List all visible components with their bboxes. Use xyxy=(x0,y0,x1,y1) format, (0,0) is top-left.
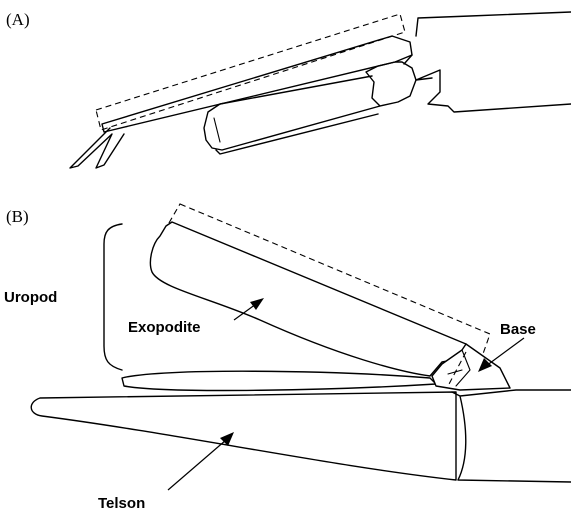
panel-a-drawing xyxy=(70,12,571,168)
panel-a-body-segment xyxy=(404,12,571,112)
base-label: Base xyxy=(500,321,536,338)
exopodite-shape xyxy=(150,222,466,376)
telson-shape xyxy=(31,392,456,480)
uropod-label: Uropod xyxy=(4,289,57,306)
panel-a-label: (A) xyxy=(6,10,30,29)
panel-a-endopodite-inner xyxy=(214,118,220,142)
body-segment xyxy=(452,390,571,482)
exopodite-label: Exopodite xyxy=(128,319,201,336)
panel-a-tip-prongs xyxy=(70,128,124,168)
panel-b-label: (B) xyxy=(6,207,29,226)
base-arrow xyxy=(478,338,524,372)
panel-b-drawing xyxy=(31,204,571,482)
telson-label: Telson xyxy=(98,495,145,512)
panel-a-endopodite xyxy=(204,76,380,154)
panel-a-basal-segment xyxy=(366,62,416,106)
uropod-bracket xyxy=(104,224,122,370)
endopodite-shape xyxy=(122,371,436,390)
